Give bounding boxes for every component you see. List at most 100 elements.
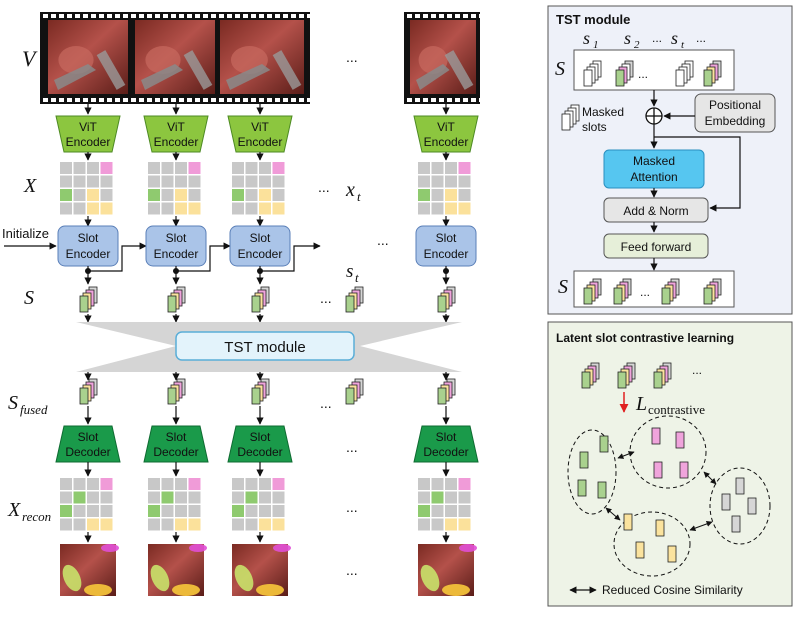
svg-text:t: t: [681, 39, 685, 51]
slot-decoder-label-1: Slot: [436, 430, 457, 444]
grid-cell: [458, 175, 471, 188]
slot: [167, 295, 177, 313]
grid-cell: [458, 189, 471, 201]
ellipsis-recon: ...: [346, 499, 358, 515]
cluster-gray: [709, 467, 771, 545]
film-strip: [40, 12, 484, 104]
svg-text:contrastive: contrastive: [648, 402, 705, 417]
slot: [583, 287, 593, 305]
grid-cell: [418, 478, 430, 490]
svg-text:s: s: [671, 28, 678, 48]
gray-slot: [721, 493, 731, 511]
grid-cell: [87, 505, 99, 517]
slot-encoder-label-1: Slot: [166, 231, 187, 245]
grid-cell: [431, 175, 444, 188]
grid-cell: [60, 189, 72, 201]
masked-slots-label: Masked: [582, 105, 624, 119]
grid-cell: [245, 478, 258, 490]
vit-encoder-label-1: ViT: [437, 120, 455, 134]
green-slot: [597, 481, 607, 499]
grid-cell: [175, 189, 187, 201]
grid-cell: [232, 189, 244, 201]
cluster-pink: [629, 415, 707, 489]
slot: [437, 387, 447, 405]
slot-stack-s1: [583, 60, 602, 87]
slot-encoder-label-2: Encoder: [154, 247, 199, 261]
slot-encoder-label-1: Slot: [250, 231, 271, 245]
grid-cell: [458, 478, 471, 490]
grid-cell: [148, 491, 160, 504]
svg-text:...: ...: [696, 31, 706, 45]
grid-cell: [175, 175, 187, 188]
yellow-slot: [635, 541, 645, 559]
svg-text:s: s: [583, 28, 590, 48]
svg-text:s: s: [624, 28, 631, 48]
contrastive-panel: Latent slot contrastive learning ... L c…: [547, 321, 793, 607]
recon-grid: [232, 478, 285, 531]
grid-cell: [73, 189, 86, 201]
svg-text:X: X: [7, 499, 21, 521]
grid-cell: [175, 518, 187, 531]
grid-cell: [100, 505, 113, 517]
grid-cell: [431, 202, 444, 215]
grid-cell: [100, 202, 113, 215]
video-frame: [135, 20, 215, 94]
contrastive-title: Latent slot contrastive learning: [556, 331, 734, 345]
grid-cell: [161, 505, 174, 517]
grid-cell: [232, 175, 244, 188]
reconstruction-image: [60, 544, 119, 596]
recon-grid: [418, 478, 471, 531]
grid-cell: [458, 162, 471, 174]
grid-cell: [188, 505, 201, 517]
slot-decoder: [413, 425, 479, 463]
row-label-s-fused: S fused: [8, 392, 48, 417]
slot-encoder-label-2: Encoder: [238, 247, 283, 261]
grid-cell: [188, 478, 201, 490]
grid-cell: [232, 491, 244, 504]
green-slot: [579, 451, 589, 469]
slot-stack-s: [167, 286, 186, 313]
feature-grid: [232, 162, 285, 215]
grid-cell: [445, 202, 457, 215]
tst-module-box[interactable]: [175, 331, 355, 361]
recon-grid: [148, 478, 201, 531]
grid-cell: [148, 478, 160, 490]
slot-stack-s: [79, 286, 98, 313]
grid-cell: [445, 162, 457, 174]
grid-cell: [188, 491, 201, 504]
grid-cell: [272, 202, 285, 215]
feature-grid: [148, 162, 201, 215]
grid-cell: [175, 478, 187, 490]
pink-slot: [651, 427, 661, 445]
vit-encoder: [227, 115, 293, 153]
slot: [617, 371, 627, 389]
grid-cell: [100, 162, 113, 174]
grid-cell: [418, 175, 430, 188]
grid-cell: [87, 478, 99, 490]
grid-cell: [100, 491, 113, 504]
grid-cell: [87, 175, 99, 188]
svg-text:S: S: [8, 392, 18, 414]
slot-encoder-label-1: Slot: [436, 231, 457, 245]
yellow-slot: [623, 513, 633, 531]
grid-cell: [73, 202, 86, 215]
masked-slots-label-2: slots: [582, 120, 607, 134]
slot: [583, 69, 593, 87]
tst-out-dots: ...: [640, 285, 650, 299]
slot: [345, 387, 355, 405]
slot-decoder-label-2: Decoder: [237, 445, 282, 459]
grid-cell: [418, 162, 430, 174]
grid-cell: [73, 518, 86, 531]
grid-cell: [148, 175, 160, 188]
green-slot: [599, 435, 609, 453]
grid-cell: [188, 518, 201, 531]
grid-cell: [418, 189, 430, 201]
slot-stack-contrastive: [653, 362, 672, 389]
cluster-yellow: [613, 511, 691, 577]
grid-cell: [87, 202, 99, 215]
svg-text:fused: fused: [20, 402, 48, 417]
grid-cell: [232, 505, 244, 517]
